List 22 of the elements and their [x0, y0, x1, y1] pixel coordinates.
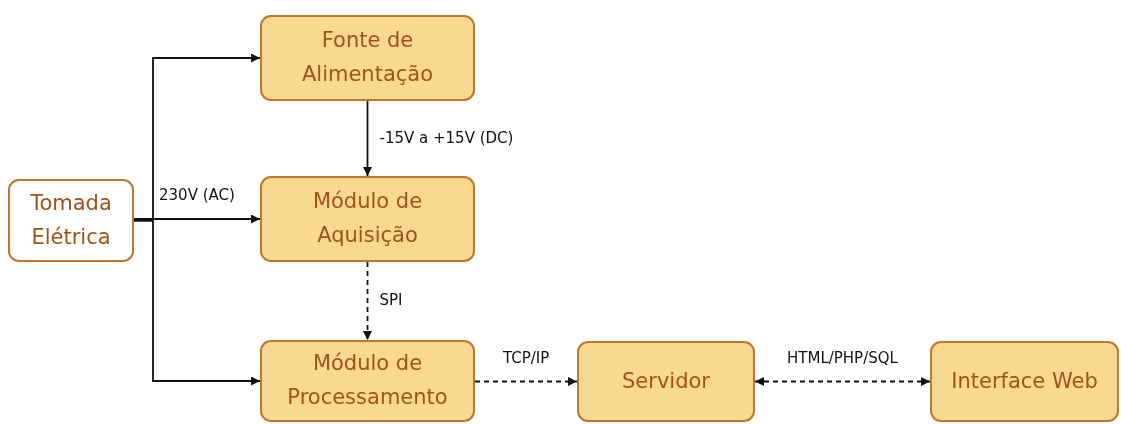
arrow — [133, 219, 261, 386]
node-label: Módulo de Processamento — [286, 350, 449, 411]
arrow — [754, 377, 931, 386]
edge-label: 230V (AC) — [157, 186, 237, 204]
node-label: Módulo de Aquisição — [311, 188, 424, 249]
node-label: Servidor — [622, 367, 710, 395]
edge-label: TCP/IP — [501, 348, 552, 367]
arrow — [363, 261, 372, 341]
node-label: Interface Web — [951, 367, 1098, 395]
process-box — [260, 176, 475, 262]
process-box — [260, 340, 475, 422]
edge-label: HTML/PHP/SQL — [785, 348, 900, 367]
process-box — [260, 15, 475, 101]
arrow — [363, 100, 372, 177]
arrow — [474, 377, 578, 386]
edge-label: -15V a +15V (DC) — [377, 128, 516, 147]
process-box — [8, 179, 134, 262]
process-box — [577, 341, 755, 422]
node-label: Fonte de Alimentação — [300, 27, 435, 88]
node-label: Tomada Elétrica — [29, 189, 113, 251]
arrow — [133, 214, 261, 224]
process-box — [930, 341, 1119, 422]
